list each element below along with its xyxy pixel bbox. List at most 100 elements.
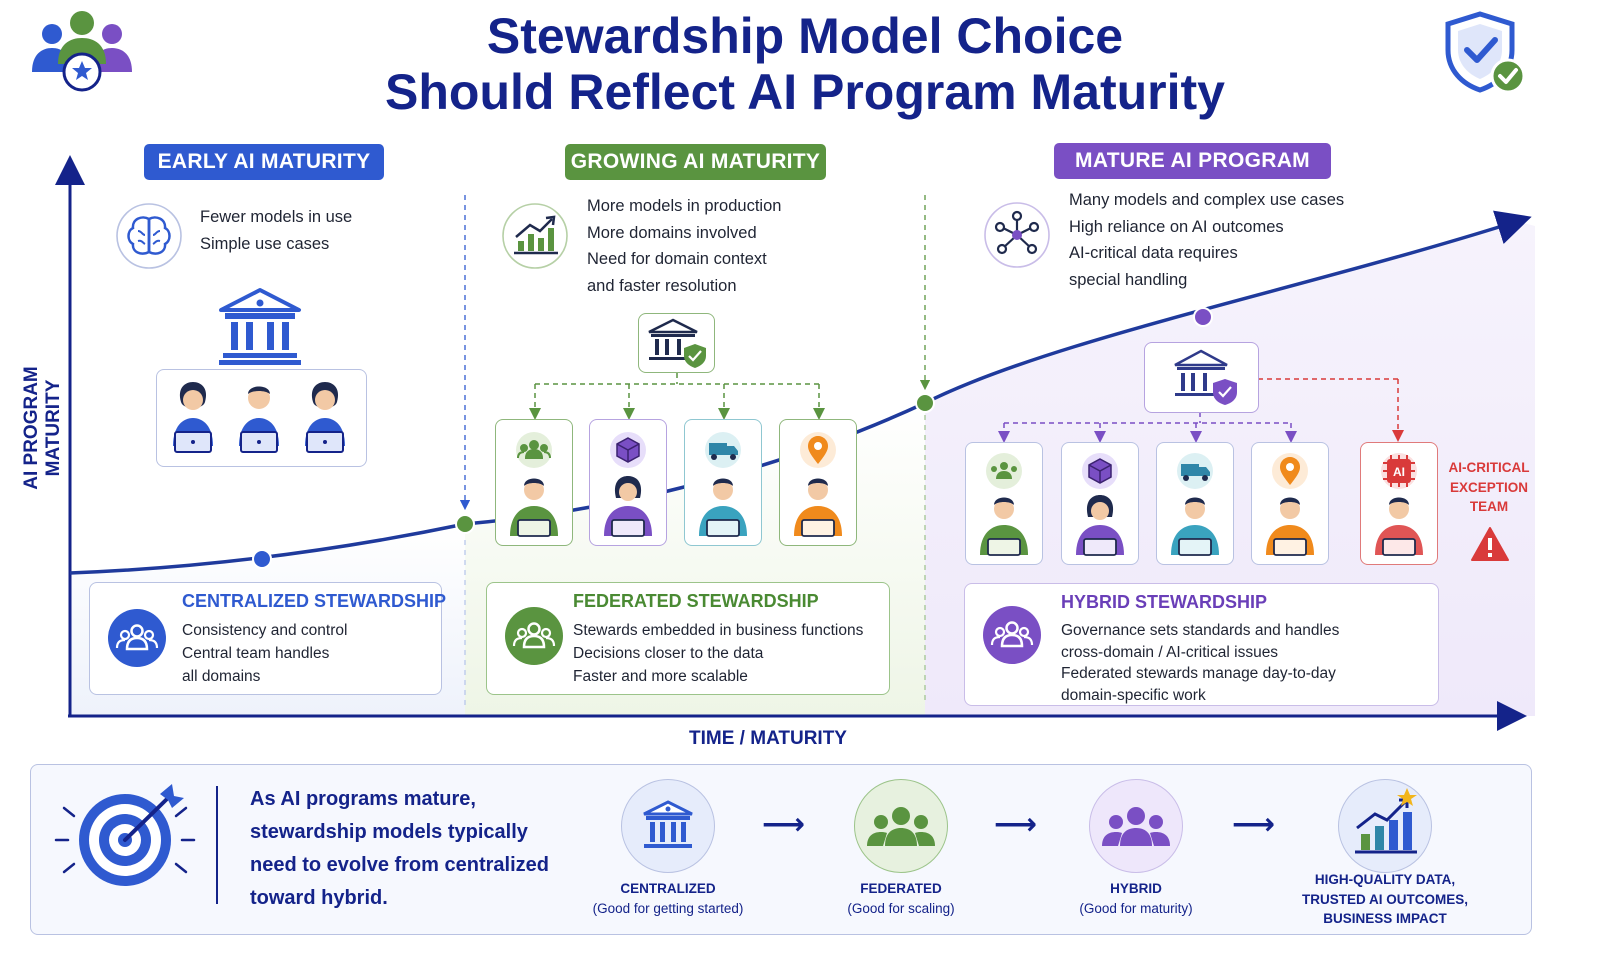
federated-line: Stewards embedded in business functions	[573, 622, 864, 639]
truck-icon	[1181, 464, 1210, 481]
early-desc-line: Simple use cases	[200, 235, 330, 253]
step-arrow-2: ⟶	[994, 808, 1038, 841]
stage-pill-mature: MATURE AI PROGRAM	[1054, 143, 1331, 179]
exception-connector	[1258, 378, 1404, 442]
federated-line: Decisions closer to the data	[573, 645, 764, 662]
chart-growth-icon	[502, 203, 568, 269]
people-group-icon	[115, 624, 159, 651]
y-axis-label: AI PROGRAM MATURITY	[21, 366, 64, 490]
summary-line: stewardship models typically	[250, 821, 528, 843]
step-note: (Good for getting started)	[592, 901, 744, 916]
mature-desc-line: special handling	[1069, 270, 1188, 289]
summary-line: toward hybrid.	[250, 887, 388, 909]
federated-card-location	[779, 419, 857, 546]
step-note: (Good for scaling)	[847, 901, 955, 916]
curve-point-transition	[915, 393, 935, 413]
summary-line: need to evolve from centralized	[250, 854, 549, 876]
early-desc-line: Fewer models in use	[200, 208, 353, 226]
federated-lines: Stewards embedded in business functions …	[573, 619, 863, 688]
step-hybrid-circle	[1089, 779, 1183, 873]
step-outcome-circle	[1338, 779, 1432, 873]
shield-check-icon	[1445, 11, 1526, 94]
centralized-stewardship-box: CENTRALIZED STEWARDSHIP Consistency and …	[89, 582, 446, 695]
people-group-icon	[512, 622, 556, 649]
step-note: TRUSTED AI OUTCOMES,	[1301, 891, 1468, 907]
people-group-icon	[991, 462, 1017, 479]
step-name: CENTRALIZED	[620, 881, 716, 896]
centralized-line: Central team handles	[182, 645, 330, 662]
mature-desc-line: High reliance on AI outcomes	[1069, 217, 1284, 236]
stage-pill-early: EARLY AI MATURITY	[144, 144, 384, 180]
hybrid-line: Federated stewards manage day-to-day	[1061, 665, 1336, 682]
step-federated-circle	[854, 779, 948, 873]
federated-card-truck	[684, 419, 762, 546]
people-group-icon	[1102, 807, 1170, 846]
location-pin-icon	[808, 436, 828, 464]
federated-card-cube	[589, 419, 667, 546]
step-note: BUSINESS IMPACT	[1323, 911, 1447, 926]
centralized-line: all domains	[182, 668, 261, 685]
hybrid-card-ai-critical: AI	[1360, 442, 1438, 565]
federated-hub-box	[638, 313, 715, 373]
hybrid-title: HYBRID STEWARDSHIP	[1061, 592, 1268, 612]
growing-desc-line: and faster resolution	[587, 276, 737, 295]
hybrid-hub-box	[1144, 342, 1259, 413]
warning-icon	[1471, 527, 1509, 561]
page-title: Stewardship Model Choice Should Reflect …	[0, 8, 1610, 120]
centralized-lines: Consistency and control Central team han…	[182, 619, 347, 688]
hybrid-lines: Governance sets standards and handles cr…	[1061, 620, 1339, 706]
truck-icon	[709, 443, 738, 460]
central-team-box	[156, 369, 367, 467]
people-group-icon	[32, 11, 132, 92]
hybrid-card-cube	[1061, 442, 1139, 565]
step-federated-label: FEDERATED (Good for scaling)	[801, 879, 1001, 919]
growing-desc-line: More domains involved	[587, 223, 757, 242]
hybrid-card-people	[965, 442, 1043, 565]
cube-icon	[616, 437, 640, 463]
mature-desc-line: AI-critical data requires	[1069, 244, 1238, 262]
step-arrow-3: ⟶	[1232, 808, 1276, 841]
growing-desc-line: More models in production	[587, 197, 782, 215]
step-centralized-label: CENTRALIZED (Good for getting started)	[568, 879, 768, 919]
title-line-2: Should Reflect AI Program Maturity	[385, 64, 1225, 120]
federated-badge	[505, 607, 563, 665]
hybrid-connectors	[998, 412, 1297, 443]
federated-connectors	[529, 373, 825, 420]
chart-growth-icon	[1355, 788, 1417, 854]
federated-card-people	[495, 419, 573, 546]
institution-icon	[643, 800, 693, 848]
summary-panel	[30, 764, 1532, 935]
hybrid-stewardship-box: HYBRID STEWARDSHIP Governance sets stand…	[964, 583, 1439, 706]
institution-icon	[219, 288, 301, 365]
step-note: (Good for maturity)	[1079, 901, 1193, 916]
federated-line: Faster and more scalable	[573, 668, 748, 685]
growing-desc-line: Need for domain context	[587, 250, 767, 268]
curve-point-mature	[1193, 307, 1213, 327]
step-outcome-label: HIGH-QUALITY DATA, TRUSTED AI OUTCOMES, …	[1282, 870, 1488, 929]
federated-title: FEDERATED STEWARDSHIP	[573, 591, 819, 611]
network-icon	[984, 202, 1050, 268]
exception-team-label: AI-CRITICAL EXCEPTION TEAM	[1448, 458, 1530, 517]
people-group-icon	[867, 807, 935, 846]
step-name: FEDERATED	[860, 881, 942, 896]
early-description: Fewer models in use Simple use cases	[200, 204, 352, 258]
federated-stewardship-box: FEDERATED STEWARDSHIP Stewards embedded …	[486, 582, 890, 695]
summary-divider	[216, 786, 218, 904]
exception-line: TEAM	[1469, 499, 1509, 514]
hybrid-line: domain-specific work	[1061, 686, 1206, 704]
centralized-line: Consistency and control	[182, 622, 348, 639]
step-arrow-1: ⟶	[762, 808, 806, 841]
cube-icon	[1088, 458, 1112, 484]
people-group-icon	[990, 621, 1034, 648]
hybrid-badge	[983, 606, 1041, 664]
location-pin-icon	[1280, 457, 1300, 485]
x-axis-label: TIME / MATURITY	[689, 728, 847, 749]
ai-chip-label: AI	[1393, 465, 1405, 479]
mature-description: Many models and complex use cases High r…	[1069, 187, 1344, 293]
hybrid-line: Governance sets standards and handles	[1061, 622, 1340, 639]
hybrid-card-truck	[1156, 442, 1234, 565]
brain-icon	[116, 203, 182, 269]
institution-shield-icon	[648, 318, 706, 368]
exception-line: EXCEPTION	[1449, 479, 1528, 495]
step-centralized-circle	[621, 779, 715, 873]
